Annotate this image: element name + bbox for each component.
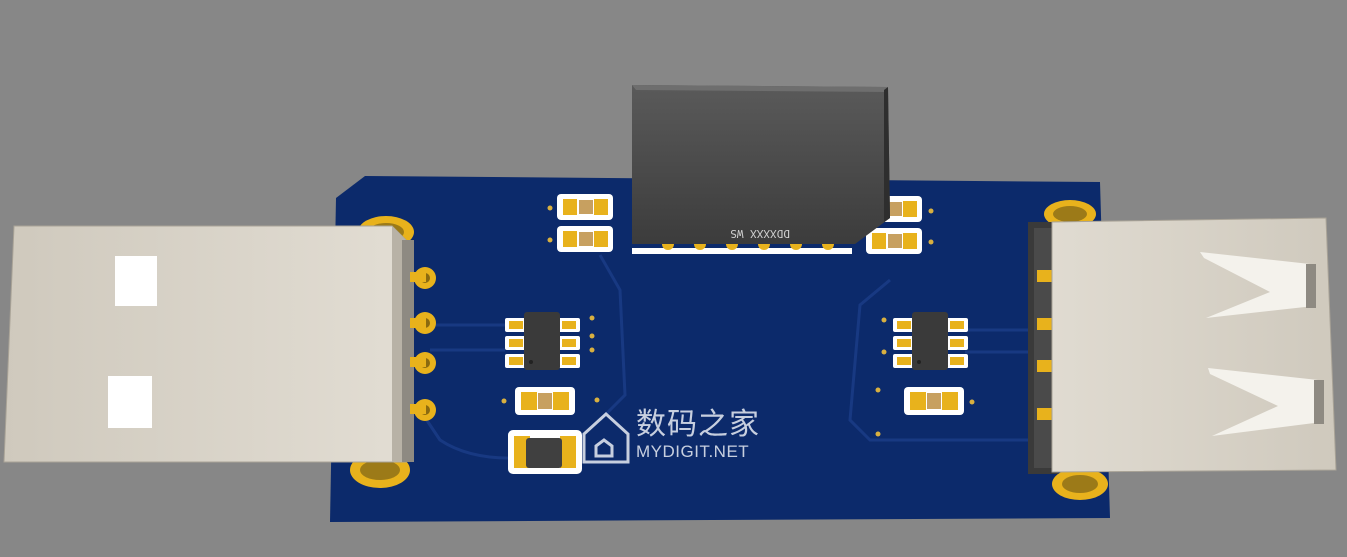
watermark-site: MYDIGIT.NET [636,442,750,461]
usb-a-female-receptacle [1028,217,1337,474]
mydigit-house-logo [582,411,630,464]
capacitor-left-bottom [501,387,600,415]
watermark-title: 数码之家 [636,407,760,442]
right-edge-pads [1044,200,1108,500]
module-marking: DDXXXX WS [730,227,790,240]
ic-right [881,312,968,370]
ic-left [505,312,595,370]
capacitor-group-top-right [866,196,934,254]
dc-dc-module: DDXXXX WS [632,85,890,254]
capacitor-right-bottom [875,387,975,437]
usb-a-male-plug [3,225,426,463]
capacitor-group-top-left [547,194,613,252]
watermark: 数码之家 MYDIGIT.NET [636,408,760,462]
inductor-left [508,430,582,474]
